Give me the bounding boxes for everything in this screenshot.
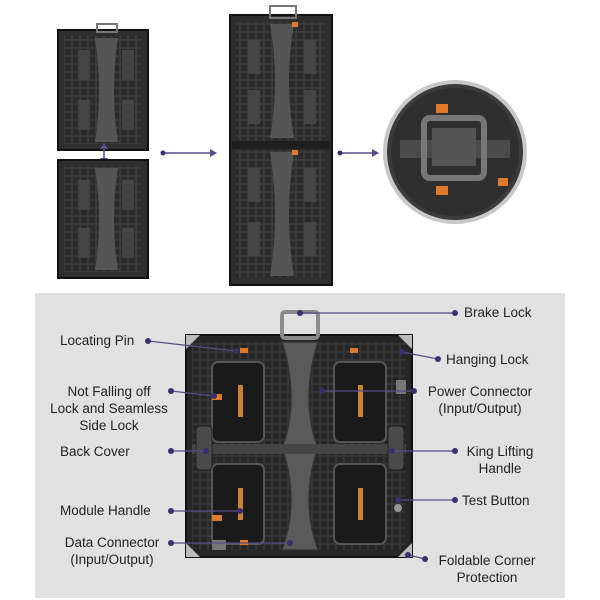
label-hanging-lock: Hanging Lock [446,352,529,367]
label-power-connector: Power Connector (Input/Output) [427,384,533,416]
label-module-handle: Module Handle [60,503,151,518]
label-brake-lock: Brake Lock [464,305,532,320]
zoom-detail [383,80,527,224]
label-test-button: Test Button [462,493,530,508]
label-king-lifting-handle: King Lifting Handle [466,444,534,476]
cabinet-assembled [229,5,333,286]
label-foldable-corner-protection: Foldable Corner Protection [438,553,536,585]
cabinet-left-bottom [57,159,149,279]
assembly-illustration [0,0,600,292]
arrow-to-zoom [337,149,379,157]
leader-dots [145,310,458,562]
label-data-connector: Data Connector (Input/Output) [64,535,160,567]
arrow-to-assembled [160,149,217,157]
label-back-cover: Back Cover [60,444,130,459]
label-locating-pin: Locating Pin [60,333,135,348]
cabinet-left-top [57,23,149,151]
cabinet-back [185,310,413,558]
leader-lines [147,312,455,560]
assembly-svg [57,5,527,286]
horizontal-bar [192,444,406,454]
label-not-falling-off-lock: Not Falling off Lock and Seamless Side L… [50,384,168,433]
